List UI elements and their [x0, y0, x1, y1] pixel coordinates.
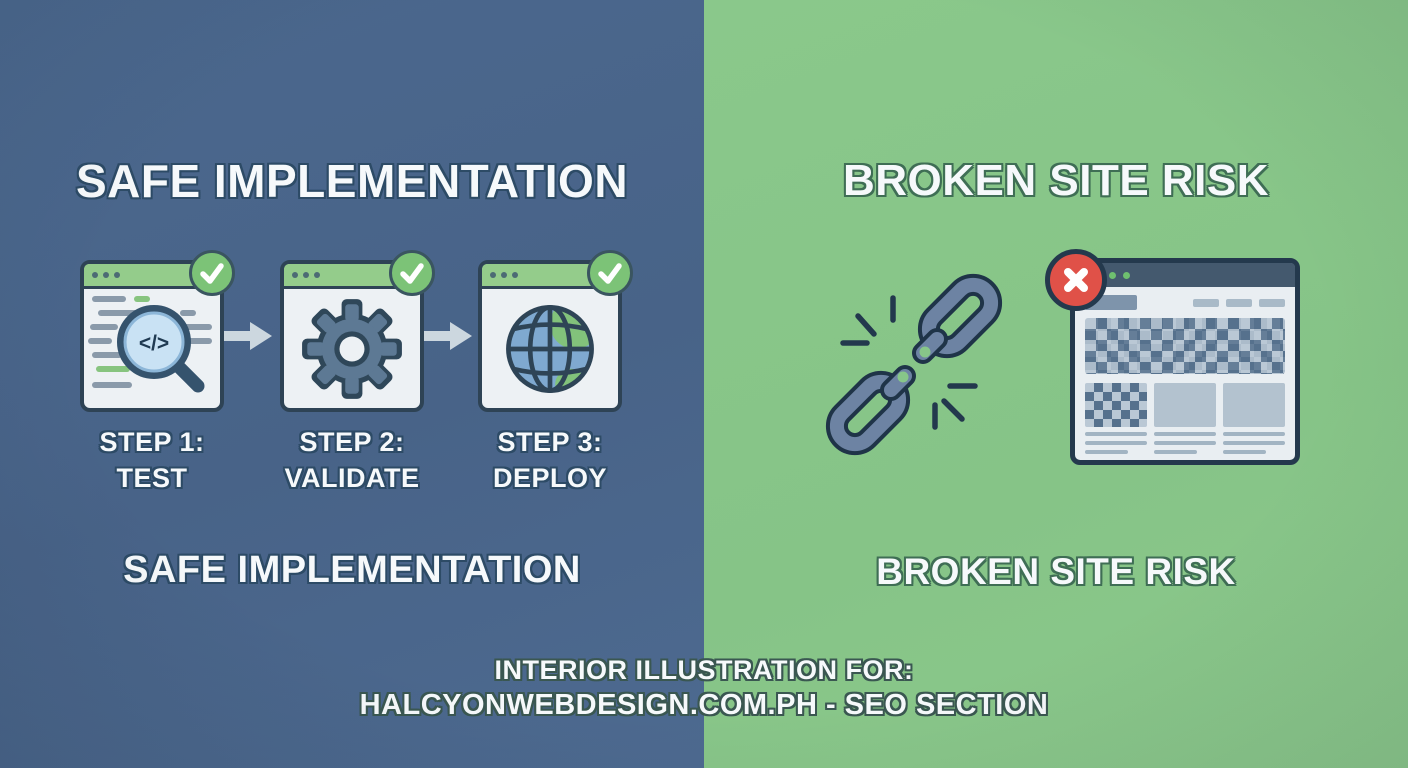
- window-dot: [292, 272, 298, 278]
- footer-caption-line2: HALCYONWEBDESIGN.COM.PH - SEO SECTION: [359, 689, 1049, 721]
- break-spark-lines: [840, 295, 978, 430]
- window-dot: [490, 272, 496, 278]
- window-dot: [314, 272, 320, 278]
- arrow-right-icon: [424, 322, 472, 350]
- step-label-validate: STEP 2: VALIDATE: [284, 427, 420, 493]
- broken-page-content: [1085, 295, 1285, 454]
- window-dot: [1123, 271, 1130, 279]
- check-icon: [189, 250, 235, 296]
- window-dot: [1109, 271, 1116, 279]
- browser-window-validate: [280, 250, 435, 412]
- risk-subtitle: BROKEN SITE RISK: [876, 551, 1236, 592]
- check-icon: [587, 250, 633, 296]
- footer-caption-line1: INTERIOR ILLUSTRATION FOR:: [494, 655, 914, 685]
- broken-browser-window: [1045, 249, 1300, 465]
- step-label-deploy: STEP 3: DEPLOY: [492, 427, 608, 493]
- code-glyph: </>: [139, 332, 169, 355]
- nav-placeholders: [1193, 298, 1285, 307]
- window-dot: [92, 272, 98, 278]
- safe-subtitle: SAFE IMPLEMENTATION: [123, 549, 581, 591]
- column-block: [1154, 383, 1216, 427]
- arrow-right-icon: [224, 322, 272, 350]
- globe-icon: [506, 304, 594, 393]
- window-dot: [103, 272, 109, 278]
- broken-link-icon: [825, 273, 1003, 456]
- column-block: [1223, 383, 1285, 427]
- error-cross-icon: [1045, 249, 1107, 311]
- glitched-column-block: [1085, 383, 1147, 427]
- window-dot: [114, 272, 120, 278]
- code-search-icon: </>: [88, 295, 212, 392]
- browser-window-test: </>: [80, 250, 235, 412]
- window-dot: [303, 272, 309, 278]
- glitched-hero-block: [1085, 318, 1285, 374]
- window-dot: [512, 272, 518, 278]
- check-icon: [389, 250, 435, 296]
- risk-title: BROKEN SITE RISK: [842, 156, 1270, 205]
- browser-titlebar: [1075, 263, 1295, 287]
- safe-title: SAFE IMPLEMENTATION: [75, 155, 629, 207]
- step-label-test: STEP 1: TEST: [99, 427, 205, 493]
- browser-window-deploy: [478, 250, 633, 412]
- window-dot: [501, 272, 507, 278]
- safe-implementation-panel: SAFE IMPLEMENTATION: [0, 0, 704, 768]
- gear-icon: [302, 298, 402, 399]
